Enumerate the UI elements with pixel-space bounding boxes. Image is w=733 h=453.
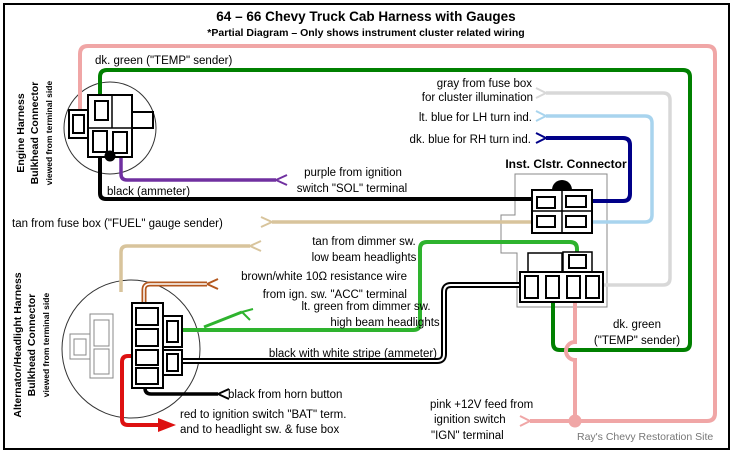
dk-blue-wire-end-arrow — [535, 132, 547, 144]
terminal — [92, 130, 108, 153]
terminal — [112, 131, 128, 154]
wire-gray-illumination — [546, 91, 672, 287]
pink-wire-end-arrow — [519, 415, 531, 427]
terminal — [135, 367, 159, 385]
label-purple-2: switch "SOL" terminal — [297, 183, 407, 195]
label-dk-blue: dk. blue for RH turn ind. — [410, 134, 531, 146]
label-red-1: red to ignition switch "BAT" term. — [180, 409, 346, 421]
terminal — [135, 328, 159, 347]
terminal — [72, 114, 85, 134]
label-engine-view-note: viewed from terminal side — [44, 81, 54, 186]
alternator-connector — [69, 302, 183, 389]
label-brown-2: from ign. sw. "ACC" terminal — [263, 289, 407, 301]
alt-left-tab — [69, 333, 91, 360]
label-temp-top: dk. green ("TEMP" sender) — [95, 55, 232, 67]
terminal — [73, 338, 87, 356]
terminal — [166, 320, 179, 343]
wire-lt-green-dimmer — [178, 240, 579, 332]
label-horn: black from horn button — [228, 389, 342, 401]
label-engine-connector-1: Engine Harness — [15, 93, 27, 173]
horn-wire-end-arrow — [217, 388, 230, 400]
wire-lt-blue-lh — [546, 114, 654, 224]
terminal — [536, 196, 556, 209]
wire-red-bat — [120, 354, 158, 427]
wires — [78, 44, 717, 432]
wire-brown-white-stripe — [143, 283, 207, 310]
label-tan-fuel: tan from fuse box ("FUEL" gauge sender) — [12, 218, 223, 230]
red-arrowhead — [158, 418, 176, 432]
watermark: Ray's Chevy Restoration Site — [577, 431, 713, 443]
cluster-lower-key-left — [527, 252, 563, 274]
wire-pink-branch — [564, 302, 577, 421]
wire-black-white-stripe — [178, 284, 522, 362]
cluster-outline — [500, 173, 608, 308]
lt-green-callout-stub — [203, 310, 243, 329]
alternator-connector-circle — [61, 279, 201, 419]
label-lt-green-1: lt. green from dimmer sw. — [301, 301, 430, 313]
label-pink-2: ignition switch — [434, 414, 506, 426]
label-pink-1: pink +12V feed from — [430, 399, 533, 411]
diagram-title: 64 – 66 Chevy Truck Cab Harness with Gau… — [216, 9, 515, 24]
terminal — [568, 254, 587, 269]
label-black-white-stripe: black with white stripe (ammeter) — [269, 348, 437, 360]
wire-dk-green-temp — [98, 68, 692, 352]
label-alternator-connector-2: Bulkhead Connector — [26, 294, 38, 397]
purple-wire-end-arrow — [275, 174, 288, 186]
tan-dimmer-wire-end-arrow — [249, 240, 262, 252]
terminal — [585, 275, 600, 299]
label-pink-3: "IGN" terminal — [431, 430, 504, 442]
label-alternator-connector-1: Alternator/Headlight Harness — [12, 272, 24, 417]
terminal — [536, 215, 556, 228]
gray-wire-end-arrow — [535, 87, 547, 99]
label-temp-right-1: dk. green — [613, 319, 661, 331]
terminal — [94, 100, 109, 121]
terminal — [566, 275, 581, 299]
terminal — [135, 349, 159, 366]
cluster-connector — [519, 180, 604, 303]
pink-junction-dot — [568, 414, 582, 428]
terminal — [565, 195, 587, 208]
tan-fuel-wire-end-arrow — [260, 216, 273, 228]
label-cluster-connector: Inst. Clstr. Connector — [505, 157, 627, 171]
label-lt-green-2: high beam headlights — [330, 317, 440, 329]
wire-purple-sol — [119, 152, 276, 182]
label-tan-dimmer-2: low beam headlights — [312, 252, 417, 264]
label-gray-1: gray from fuse box — [437, 78, 532, 90]
engine-key-bump — [104, 150, 116, 162]
label-gray-2: for cluster illumination — [422, 92, 533, 104]
wire-pink-feed — [78, 44, 717, 423]
diagram-border — [3, 3, 730, 450]
cluster-key-bump — [552, 180, 572, 190]
terminal — [93, 348, 110, 375]
wire-dk-blue-rh — [546, 136, 632, 203]
brown-wire-end-arrow — [206, 278, 219, 290]
lt-green-wire-end-arrow — [241, 308, 254, 321]
lt-blue-wire-end-arrow — [535, 110, 547, 122]
wire-tan-dimmer — [119, 244, 250, 292]
wire-black-ammeter — [98, 150, 537, 201]
engine-connector — [68, 94, 154, 162]
terminal — [524, 275, 539, 299]
engine-right-tab — [131, 111, 154, 129]
label-temp-right-2: ("TEMP" sender) — [594, 335, 680, 347]
label-lt-blue: lt. blue for LH turn ind. — [419, 112, 532, 124]
terminal — [565, 215, 587, 228]
diagram-subtitle: *Partial Diagram – Only shows instrument… — [207, 27, 524, 39]
label-alternator-view-note: viewed from terminal side — [41, 293, 51, 398]
terminal — [135, 307, 159, 326]
terminal — [166, 353, 179, 372]
label-purple-1: purple from ignition — [304, 167, 402, 179]
label-brown-1: brown/white 10Ω resistance wire — [241, 271, 407, 283]
label-engine-connector-2: Bulkhead Connector — [29, 82, 41, 185]
labels: dk. green ("TEMP" sender) gray from fuse… — [12, 55, 713, 443]
engine-connector-circle — [63, 81, 157, 175]
terminal — [93, 319, 110, 347]
label-tan-dimmer-1: tan from dimmer sw. — [312, 236, 416, 248]
label-black-ammeter: black (ammeter) — [107, 186, 190, 198]
label-red-2: and to headlight sw. & fuse box — [180, 424, 339, 436]
terminal — [545, 275, 560, 299]
